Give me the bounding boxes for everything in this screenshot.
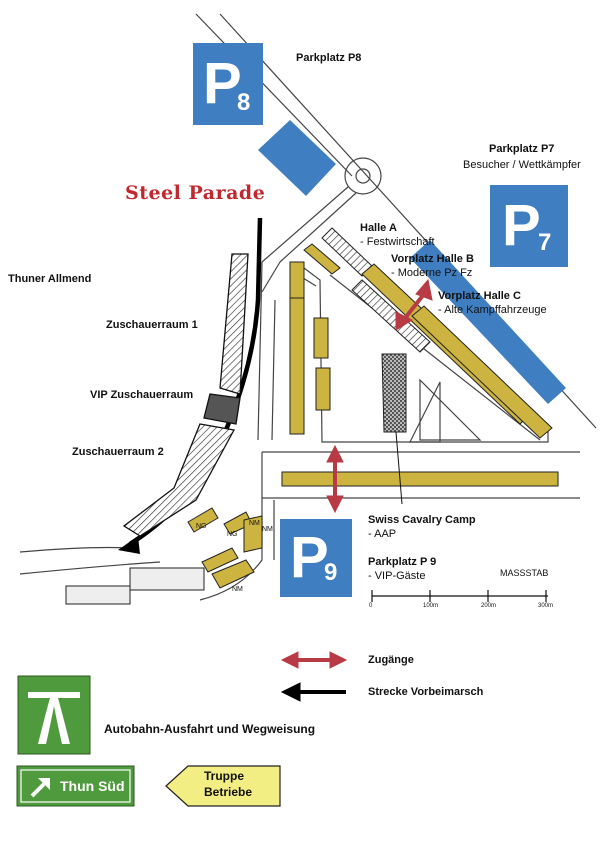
hall-c: [411, 305, 553, 439]
scale-tick: 200m: [481, 603, 497, 609]
camp-sub: - AAP: [368, 528, 397, 540]
hall-a-label: Halle A: [360, 222, 397, 234]
scale-tick: 100m: [423, 603, 439, 609]
scale-bar: [371, 590, 548, 602]
building-code: NM: [249, 520, 260, 527]
scale-title: MASSSTAB: [500, 568, 549, 578]
parking-sign-p7: P 7: [490, 185, 568, 267]
building-code: NG: [196, 523, 207, 530]
legend-access-label: Zugänge: [368, 654, 414, 666]
parking-p8-label: Parkplatz P8: [296, 52, 362, 64]
troop-sign: [165, 765, 281, 807]
hall-c-desc: - Alte Kampffahrzeuge: [438, 304, 547, 316]
buildings: [65, 227, 559, 605]
parking-sign-p9: P 9: [280, 519, 352, 597]
spectator-zone-2-label: Zuschauerraum 2: [72, 446, 164, 458]
parking-p9-label: Parkplatz P 9: [368, 556, 437, 568]
scale-tick: 0: [369, 603, 373, 609]
motorway-icon: [17, 675, 91, 755]
hall-a-desc: - Festwirtschaft: [360, 236, 435, 248]
troop-sign-line2: Betriebe: [204, 785, 253, 799]
scale-tick: 300m: [538, 603, 554, 609]
thun-sud-label: Thun Süd: [60, 778, 125, 794]
map-title: Steel Parade: [125, 182, 266, 204]
legend-motorway-label: Autobahn-Ausfahrt und Wegweisung: [104, 722, 316, 736]
building-code: NM: [232, 586, 243, 593]
building-code: NM: [262, 526, 273, 533]
spectator-zones: [122, 253, 249, 537]
vip-zone-label: VIP Zuschauerraum: [90, 389, 194, 401]
camp-label: Swiss Cavalry Camp: [368, 514, 476, 526]
parking-p7-sub: Besucher / Wettkämpfer: [463, 159, 581, 171]
spectator-zone-1-label: Zuschauerraum 1: [106, 319, 198, 331]
hall-b: [351, 279, 431, 353]
building-code: NG: [227, 531, 238, 538]
camp-pointer: [395, 431, 403, 505]
hall-b-label: Vorplatz Halle B: [391, 253, 474, 265]
swiss-cavalry-camp: [381, 353, 407, 433]
legend-access-arrow: [280, 651, 348, 669]
vip-zone: [203, 393, 241, 425]
legend-route-label: Strecke Vorbeimarsch: [368, 686, 484, 698]
parking-p7-label: Parkplatz P7: [489, 143, 555, 155]
troop-sign-line1: Truppe: [204, 769, 245, 783]
spectator-zone-1: [219, 253, 249, 395]
parking-p9-sub: - VIP-Gäste: [368, 570, 426, 582]
spectator-zone-2: [122, 423, 236, 537]
legend-route-arrow: [280, 682, 346, 702]
parking-sign-p8: P 8: [193, 43, 263, 125]
hall-c-label: Vorplatz Halle C: [438, 290, 521, 302]
hall-b-desc: - Moderne Pz Fz: [391, 267, 473, 279]
long-hall-p9: [281, 471, 559, 487]
area-label: Thuner Allmend: [8, 273, 92, 285]
thun-sud-sign: [16, 765, 135, 807]
parking-areas: [258, 120, 566, 404]
access-arrows: [326, 278, 433, 514]
